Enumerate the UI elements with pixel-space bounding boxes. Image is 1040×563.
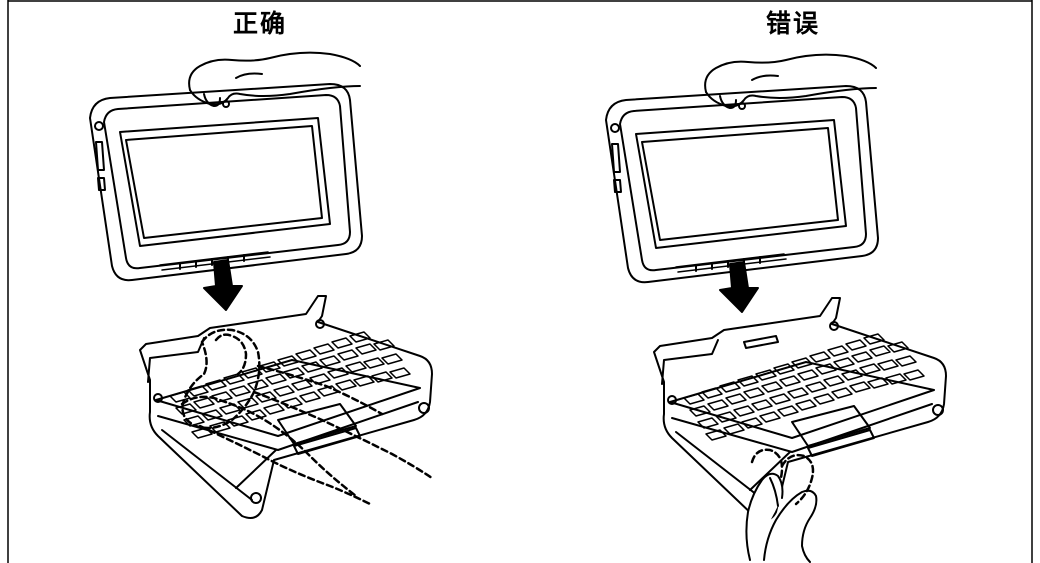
panel-wrong: 错误 [520, 0, 1040, 563]
tablet-illustration [89, 83, 363, 282]
tablet-illustration [605, 85, 879, 284]
down-arrow-icon [203, 259, 243, 311]
hand-illustration [704, 53, 877, 109]
keyboard-base-illustration [139, 295, 433, 519]
hand-illustration [188, 51, 361, 107]
panel-correct: 正确 [89, 9, 434, 519]
wrong-illustration [605, 53, 947, 563]
dashed-highlight [180, 328, 434, 506]
down-arrow-icon [719, 261, 759, 313]
correct-illustration [89, 51, 434, 519]
panel-title-wrong: 错误 [766, 9, 821, 38]
panel-title-correct: 正确 [233, 9, 288, 38]
keyboard-base-illustration [653, 297, 947, 521]
hand-illustration [745, 472, 818, 563]
